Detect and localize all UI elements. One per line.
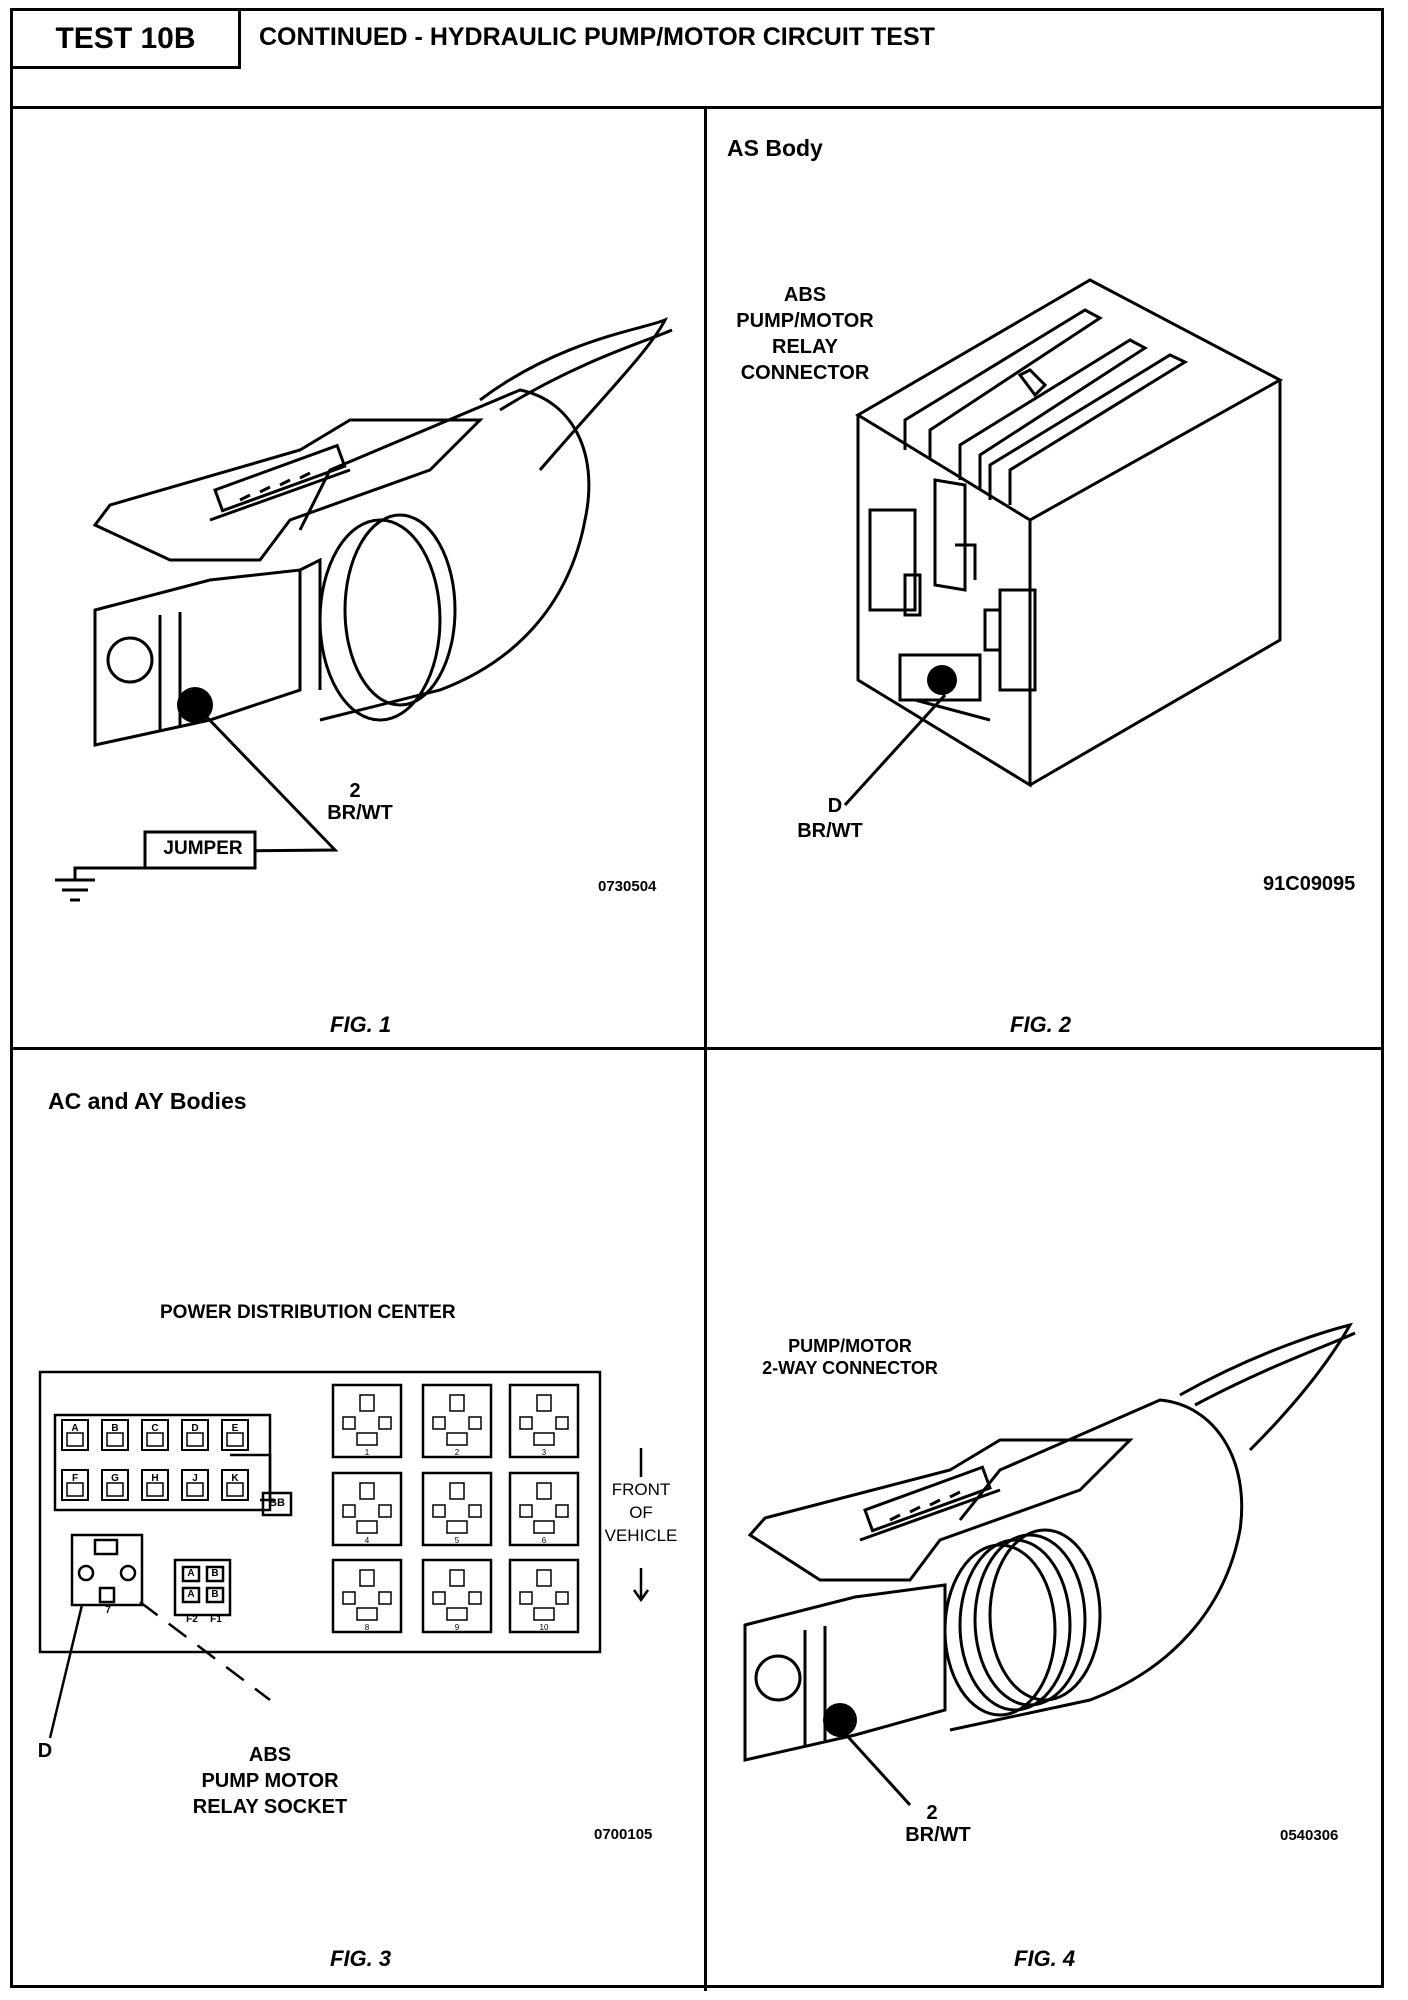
fig1-code: 0730504 [598,878,657,895]
fig3-front-line-3: VEHICLE [604,1526,678,1545]
fig1-jumper-label: JUMPER [163,838,243,859]
fig3-small-fuse-b2: B [211,1589,219,1600]
fig2-label-line-4: CONNECTOR [740,362,870,384]
fig4-label-line-2: 2-WAY CONNECTOR [762,1358,938,1378]
relay-socket-4: 4 [331,1471,403,1547]
fuse-bottom-letter: K [231,1473,239,1484]
divider-vertical-bottom [704,1047,707,1991]
divider-horizontal [13,1047,1381,1050]
fuse-top-letter: C [151,1423,158,1434]
fig3-caption: FIG. 3 [330,1946,392,1971]
fig4-wire-color: BR/WT [905,1824,971,1846]
fuse-bottom-letter: J [192,1473,198,1484]
fuse-bottom-J: J [181,1469,209,1501]
fuse-top-D: D [181,1419,209,1451]
fig3-fuse-row-top: A B C D E [61,1419,249,1451]
fig2-label-line-1: ABS [783,284,827,306]
fig2-label-line-3: RELAY [772,336,838,358]
relay-number: 1 [365,1448,370,1457]
fig3-front-label: FRONT OF VEHICLE [596,1478,686,1547]
fig3-socket-line-2: PUMP MOTOR [201,1770,339,1792]
fuse-bottom-letter: F [72,1473,78,1484]
fig4-caption: FIG. 4 [1014,1946,1076,1971]
relay-socket-5: 5 [421,1471,493,1547]
fig3-socket-number: 7 [105,1605,111,1616]
test-id: TEST 10B [13,11,241,69]
fig3-small-fuse-label-f1: F1 [210,1614,222,1625]
fig1-wire-color: BR/WT [327,802,393,824]
relay-socket-1: 1 [331,1383,403,1459]
relay-number: 10 [540,1623,549,1632]
relay-socket-8: 8 [331,1558,403,1634]
fig4-connector-label: PUMP/MOTOR 2-WAY CONNECTOR [735,1335,965,1379]
fuse-top-C: C [141,1419,169,1451]
fig2-code: 91C09095 [1263,873,1356,895]
fig3-small-fuse-a1: A [187,1568,195,1579]
fig3-small-fuse-label-f2: F2 [186,1614,198,1625]
fig3-front-line-2: OF [629,1503,653,1522]
relay-socket-2: 2 [421,1383,493,1459]
fig4-label-line-1: PUMP/MOTOR [788,1336,912,1356]
relay-number: 5 [455,1536,460,1545]
relay-number: 2 [455,1448,460,1457]
fig4-code: 0540306 [1280,1827,1339,1844]
fuse-top-A: A [61,1419,89,1451]
fuse-top-letter: D [191,1423,198,1434]
relay-number: 8 [365,1623,370,1632]
fig2-label-line-2: PUMP/MOTOR [736,310,874,332]
relay-number: 4 [365,1536,370,1545]
fig3-socket-line-3: RELAY SOCKET [192,1796,348,1818]
fig3-pin-letter: D [37,1740,53,1762]
fuse-top-letter: A [71,1423,78,1434]
fig1-caption: FIG. 1 [330,1012,392,1037]
fig3-socket-label: ABS PUMP MOTOR RELAY SOCKET [170,1742,370,1820]
relay-socket-6: 6 [508,1471,580,1547]
relay-socket-9: 9 [421,1558,493,1634]
fig3-socket-line-1: ABS [248,1744,292,1766]
relay-number: 9 [455,1623,460,1632]
fig1-pin-number: 2 [349,780,361,802]
fig3-fuse-box-label: BB [269,1497,285,1509]
fuse-bottom-letter: H [151,1473,158,1484]
relay-socket-3: 3 [508,1383,580,1459]
fig3-body-label: AC and AY Bodies [48,1088,247,1114]
fuse-bottom-H: H [141,1469,169,1501]
fig2-body-label: AS Body [727,135,823,161]
fig3-small-fuse-a2: A [187,1589,195,1600]
fig3-front-line-1: FRONT [611,1480,671,1499]
fuse-bottom-K: K [221,1469,249,1501]
relay-number: 6 [542,1536,547,1545]
fig2-connector-label: ABS PUMP/MOTOR RELAY CONNECTOR [705,282,905,386]
fuse-bottom-G: G [101,1469,129,1501]
fig3-small-fuse-b1: B [211,1568,219,1579]
page-title: CONTINUED - HYDRAULIC PUMP/MOTOR CIRCUIT… [259,23,935,51]
page-frame: TEST 10B CONTINUED - HYDRAULIC PUMP/MOTO… [10,8,1384,1991]
fuse-top-E: E [221,1419,249,1451]
fuse-top-B: B [101,1419,129,1451]
fuse-top-letter: E [232,1423,239,1434]
relay-number: 3 [542,1448,547,1457]
fig3-code: 0700105 [594,1826,653,1843]
fig2-wire-color: BR/WT [797,820,863,842]
fig3-pdc-title: POWER DISTRIBUTION CENTER [160,1302,456,1323]
fuse-top-letter: B [111,1423,118,1434]
fig4-pin-number: 2 [926,1802,938,1824]
divider-vertical-top [704,109,707,1047]
fig2-caption: FIG. 2 [1010,1012,1072,1037]
fig3-relay-grid: 1 2 3 4 5 6 8 9 10 [331,1383,580,1634]
fuse-bottom-F: F [61,1469,89,1501]
relay-socket-10: 10 [508,1558,580,1634]
fig2-pin-letter: D [827,795,843,817]
header: TEST 10B CONTINUED - HYDRAULIC PUMP/MOTO… [13,11,1381,109]
fuse-bottom-letter: G [111,1473,119,1484]
